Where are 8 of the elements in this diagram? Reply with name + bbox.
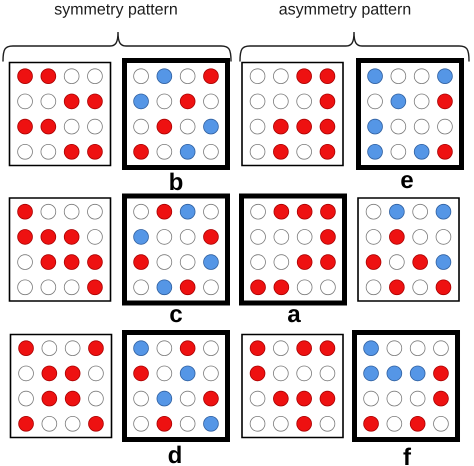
- panel-letter: b: [170, 172, 182, 190]
- panel-letter: e: [401, 175, 413, 188]
- panel-letter: c: [170, 309, 182, 322]
- panel-letter: f: [403, 448, 412, 465]
- group-heading: asymmetry pattern: [279, 4, 410, 18]
- panel-letter: a: [288, 309, 301, 322]
- panel-letter: d: [168, 446, 181, 464]
- group-heading: symmetry pattern: [54, 4, 177, 18]
